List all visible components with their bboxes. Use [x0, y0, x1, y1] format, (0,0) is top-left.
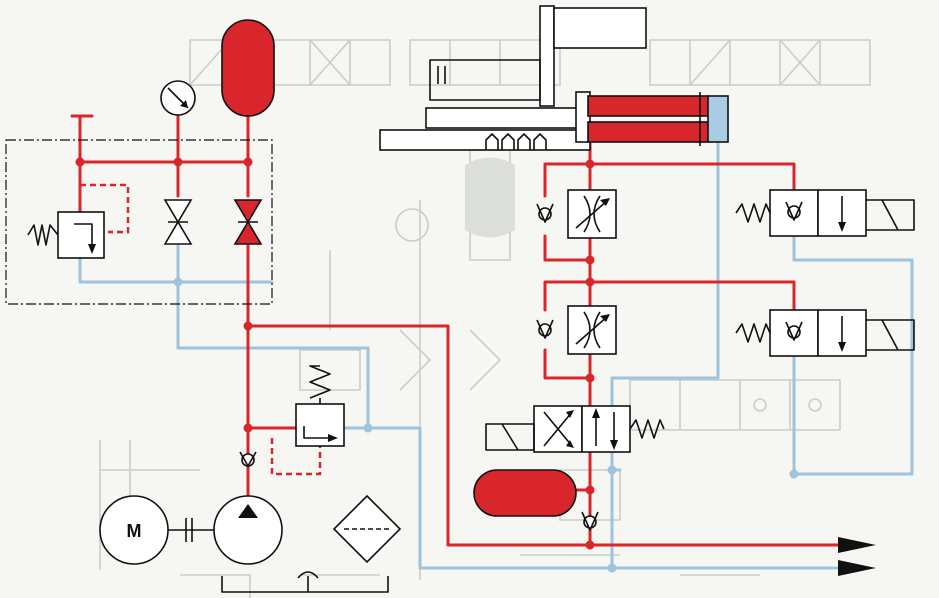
valve-block-boundary	[5, 139, 273, 305]
junction-dots	[75, 157, 799, 573]
pressure-relief-valve	[295, 365, 345, 447]
electric-motor: M	[99, 495, 169, 565]
pilot-relief-valve	[27, 211, 105, 259]
secondary-accumulator	[473, 469, 577, 517]
flow-control-check-lower	[536, 319, 554, 339]
pump	[213, 495, 283, 565]
pressure-lines	[78, 114, 840, 550]
secondary-check-valve	[581, 511, 599, 531]
flow-control-valve-lower	[567, 305, 617, 355]
return-outlet-arrow	[838, 560, 876, 576]
return-filter	[332, 494, 402, 564]
shaft-coupling	[168, 518, 214, 542]
main-accumulator	[221, 19, 275, 117]
clamping-cylinder	[379, 5, 729, 151]
solenoid-valve-lower	[735, 309, 915, 357]
flow-control-valve-upper	[567, 189, 617, 239]
pump-check-valve	[239, 451, 257, 467]
pressure-gauge	[160, 80, 196, 116]
pressure-outlet-arrow	[838, 537, 876, 553]
tank	[221, 571, 389, 593]
flow-control-check-upper	[536, 203, 554, 223]
pilot-lines-dashed	[80, 183, 322, 476]
shutoff-valve	[163, 199, 193, 245]
solenoid-valve-upper	[735, 189, 915, 237]
shutoff-valve-pressurised	[233, 199, 263, 245]
solenoid-directional-valve	[485, 405, 665, 453]
motor-label: M	[127, 521, 142, 541]
